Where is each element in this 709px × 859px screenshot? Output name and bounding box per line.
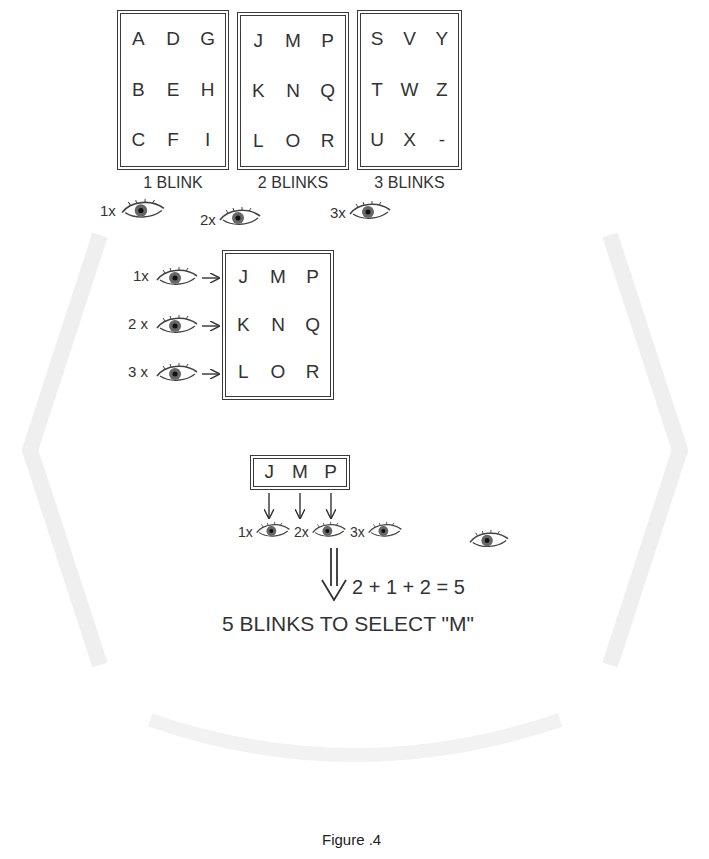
letter-cell: L [253, 131, 264, 152]
letter-cell: I [205, 130, 210, 151]
blink-count: 2x [200, 212, 216, 229]
pointer-arrow [202, 277, 219, 278]
letter-row: JMP [250, 455, 350, 490]
letter-grid: ADGBEHCFI1 BLINK [117, 10, 229, 170]
blink-heading: 1 BLINK [143, 174, 203, 192]
letter-cell: F [167, 130, 179, 151]
blink-count: 2 x [128, 316, 148, 333]
letter-cell: M [292, 462, 308, 483]
letter-cell: D [166, 29, 180, 50]
letter-cell: N [286, 81, 300, 102]
letter-cell: C [131, 130, 145, 151]
blink-count: 1x [100, 203, 116, 220]
letter-cell: P [324, 462, 337, 483]
blink-count: 3 x [128, 364, 148, 381]
letter-grid: SVYTWZUX-3 BLINKS [357, 10, 462, 170]
blink-count: 1x [133, 268, 149, 285]
letter-cell: B [132, 80, 145, 101]
eye-icon [350, 201, 390, 218]
blink-count: 2x [294, 525, 309, 540]
letter-cell: - [439, 130, 445, 151]
letter-cell: W [401, 80, 419, 101]
letter-cell: Y [435, 29, 448, 50]
letter-cell: Q [320, 81, 335, 102]
letter-cell: P [306, 267, 319, 288]
eye-icon [313, 522, 346, 536]
letter-cell: T [371, 80, 383, 101]
letter-cell: L [238, 362, 249, 383]
blink-count: 1x [238, 525, 253, 540]
letter-cell: J [265, 462, 275, 483]
pointer-arrow [299, 493, 300, 518]
eye-icon [157, 267, 197, 284]
watermark-shape [30, 235, 100, 665]
letter-cell: U [370, 130, 384, 151]
letter-cell: N [271, 315, 285, 336]
letter-cell: O [271, 362, 286, 383]
pointer-arrow [202, 325, 219, 326]
letter-grid: JMPKNQLOR2 BLINKS [237, 12, 349, 170]
blink-heading: 3 BLINKS [374, 174, 444, 192]
watermark-shape [150, 720, 560, 755]
eye-icon [220, 207, 260, 224]
letter-grid: JMP KNQ L OR [222, 250, 334, 400]
eye-icon [257, 522, 290, 536]
equation: 2 + 1 + 2 = 5 [352, 576, 465, 598]
letter-cell: H [201, 80, 215, 101]
letter-cell: M [270, 267, 286, 288]
pointer-arrow [268, 493, 269, 518]
result-arrow [322, 548, 346, 600]
letter-cell: Q [305, 315, 320, 336]
letter-cell: S [371, 29, 384, 50]
letter-cell: O [286, 131, 301, 152]
letter-cell: R [321, 131, 335, 152]
pointer-arrow [330, 493, 331, 518]
letter-cell: M [285, 31, 301, 52]
letter-cell: E [167, 80, 180, 101]
letter-cell: Z [436, 80, 448, 101]
letter-cell: V [403, 29, 416, 50]
letter-cell: A [132, 29, 145, 50]
blink-count: 3x [330, 205, 346, 222]
eye-icon [369, 522, 402, 536]
letter-cell: J [254, 31, 264, 52]
figure-caption: Figure .4 [322, 832, 381, 849]
letter-cell: P [321, 31, 334, 52]
blink-heading: 2 BLINKS [258, 174, 328, 192]
instruction-text: 5 BLINKS TO SELECT "M" [222, 612, 474, 635]
eye-icon [157, 315, 197, 332]
letter-cell: G [200, 29, 215, 50]
letter-cell: K [237, 315, 250, 336]
letter-cell: J [239, 267, 249, 288]
pointer-arrow [202, 373, 219, 374]
eye-icon [122, 199, 164, 217]
letter-cell: K [252, 81, 265, 102]
blink-count: 3x [350, 525, 365, 540]
eye-icon [157, 363, 197, 380]
watermark-shape [610, 235, 680, 665]
letter-cell: X [403, 130, 416, 151]
eye-icon [470, 530, 508, 546]
letter-cell: R [306, 362, 320, 383]
